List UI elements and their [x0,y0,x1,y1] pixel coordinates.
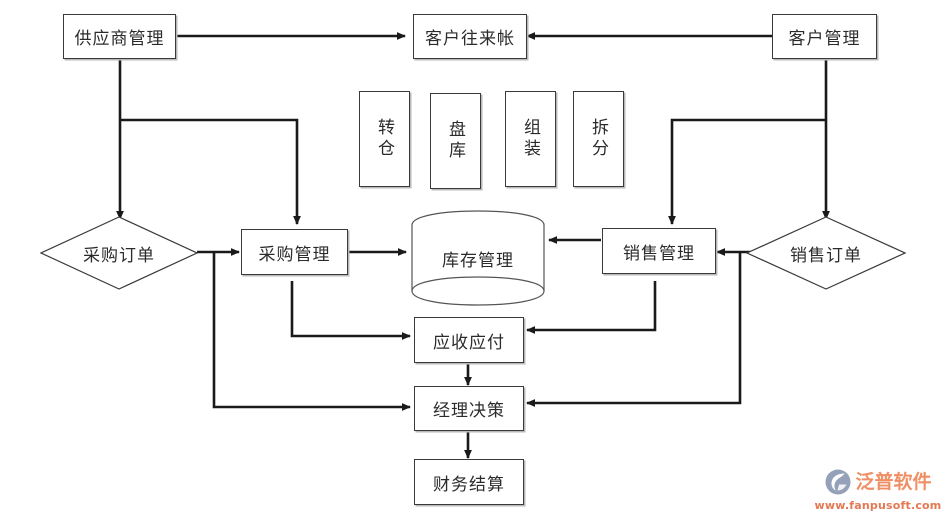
node-label: 组装 [521,118,540,160]
diamond-shape [746,216,906,290]
node-inventory-management[interactable]: 库存管理 [409,209,547,307]
watermark: 泛普软件 www.fanpusoft.com [812,462,944,518]
node-label: 客户往来帐 [425,29,515,48]
node-label: 库存管理 [442,250,514,270]
node-receivable-payable[interactable]: 应收应付 [414,317,524,363]
node-customer-ledger[interactable]: 客户往来帐 [413,14,527,59]
watermark-brand: 泛普软件 [855,470,932,493]
watermark-row: 泛普软件 [824,468,932,496]
node-manager-decision[interactable]: 经理决策 [414,386,524,431]
node-transfer-warehouse[interactable]: 转仓 [359,91,410,187]
edge-purchase-mgmt-to-receivable [290,281,411,340]
node-label: 财务结算 [433,474,505,494]
node-label: 经理决策 [433,401,505,420]
diamond-shape [40,216,198,290]
node-assemble[interactable]: 组装 [505,91,556,187]
node-label: 采购管理 [258,244,331,264]
node-label: 转仓 [375,118,394,160]
node-label: 应收应付 [433,332,505,352]
node-label: 销售管理 [623,243,695,263]
node-customer-management[interactable]: 客户管理 [772,14,877,59]
node-label: 拆分 [589,118,608,160]
node-sales-order[interactable]: 销售订单 [746,216,906,290]
cylinder-shape [411,210,545,306]
edge-customer-mgmt-to-sales-mgmt [668,118,826,225]
node-supplier-management[interactable]: 供应商管理 [63,14,176,59]
node-disassemble[interactable]: 拆分 [573,91,624,187]
node-stock-take[interactable]: 盘库 [430,93,481,189]
node-label: 销售订单 [790,245,862,265]
node-label: 客户管理 [788,29,861,48]
node-sales-management[interactable]: 销售管理 [602,228,716,274]
edge-supplier-to-purchase-mgmt [120,118,301,225]
node-purchase-management[interactable]: 采购管理 [241,229,348,275]
edge-purchase-order-to-manager-decision [212,252,411,411]
node-label: 供应商管理 [74,29,165,48]
node-label: 盘库 [446,120,465,162]
node-purchase-order[interactable]: 采购订单 [40,216,198,290]
watermark-url: www.fanpusoft.com [814,499,942,512]
fanpu-logo-icon [824,468,852,496]
node-label: 采购订单 [83,245,155,265]
edge-sales-order-to-manager-decision [526,252,742,407]
node-financial-settlement[interactable]: 财务结算 [414,459,524,505]
